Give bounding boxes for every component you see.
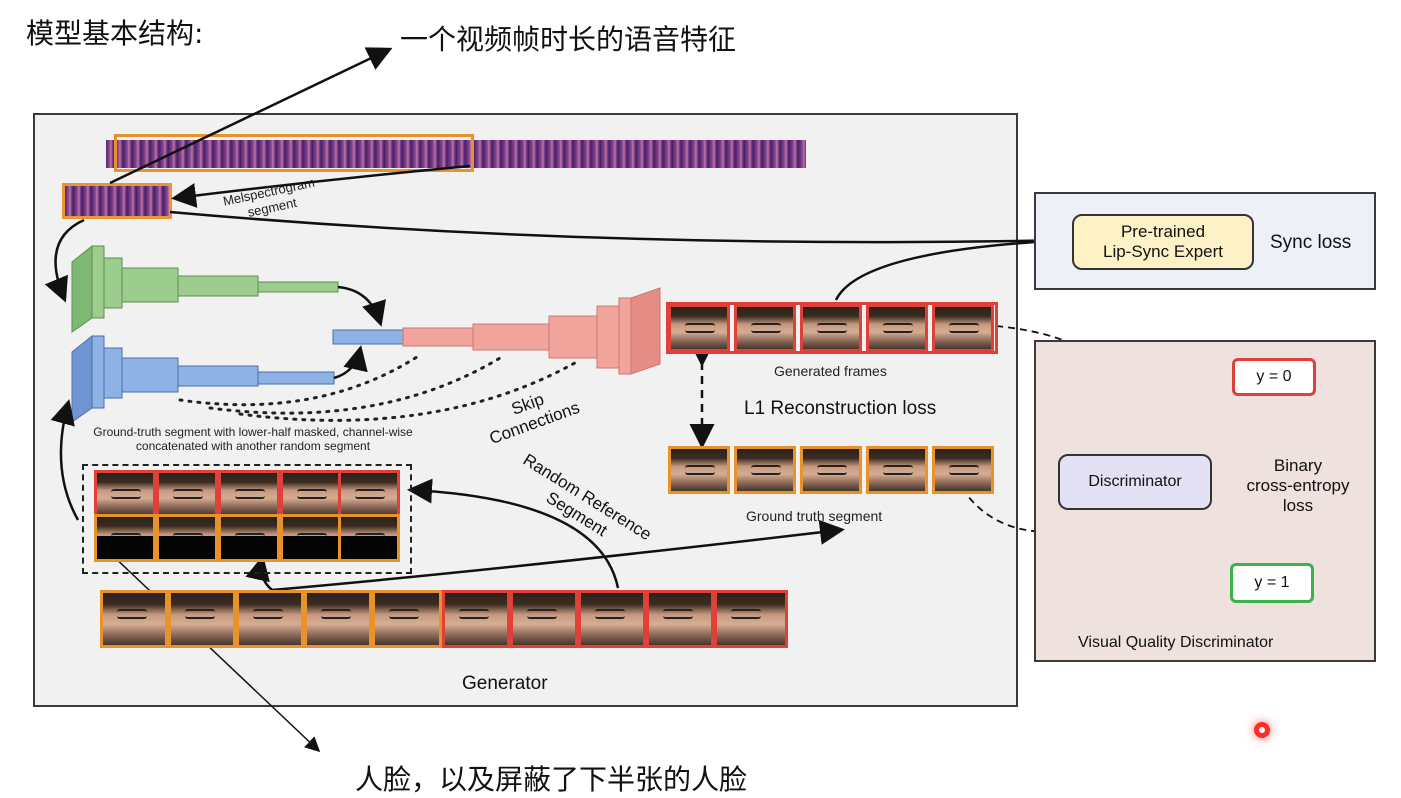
generator-input-stack — [82, 464, 412, 574]
discriminator-title: Visual Quality Discriminator — [1078, 634, 1274, 651]
reference-frame — [156, 470, 218, 518]
melspectrogram-window — [114, 134, 474, 172]
source-frame — [236, 590, 304, 648]
l1-loss-label: L1 Reconstruction loss — [744, 398, 937, 419]
gt-caption-line2: concatenated with another random segment — [135, 439, 371, 453]
arrow-source-to-ground-truth — [271, 519, 845, 592]
generated-frame — [668, 304, 730, 352]
masked-frame — [218, 514, 280, 562]
reference-frame — [94, 470, 156, 518]
arrow-face-encoder-to-bottleneck — [333, 345, 368, 380]
arrow-audio-encoder-to-bottleneck — [337, 285, 386, 327]
bce-line2: cross-entropy — [1246, 476, 1350, 495]
arrow-segment-to-sync-expert — [169, 210, 1073, 253]
skip-connections — [178, 353, 582, 422]
masked-frame — [94, 514, 156, 562]
generated-frame — [734, 304, 796, 352]
source-frame — [510, 590, 578, 648]
arrow-mel-to-segment — [171, 164, 471, 208]
generated-frame — [800, 304, 862, 352]
y0-box: y = 0 — [1232, 358, 1316, 396]
ground-truth-frame — [866, 446, 928, 494]
ground-truth-frame — [734, 446, 796, 494]
y1-box: y = 1 — [1230, 563, 1314, 603]
bce-line3: loss — [1282, 496, 1314, 515]
expert-line1: Pre-trained — [1120, 222, 1206, 241]
source-frame — [578, 590, 646, 648]
gt-caption-line1: Ground-truth segment with lower-half mas… — [93, 425, 413, 439]
melspectrogram-full — [106, 140, 806, 168]
discriminator-box: Discriminator — [1058, 454, 1212, 510]
source-frame — [442, 590, 510, 648]
ground-truth-label: Ground truth segment — [746, 508, 883, 524]
source-frame — [100, 590, 168, 648]
source-frame — [168, 590, 236, 648]
ground-truth-frame — [800, 446, 862, 494]
pointer-dot-center — [1259, 727, 1265, 733]
arrow-source-to-masked — [245, 555, 273, 591]
arrow-top-annotation — [109, 47, 393, 185]
ground-truth-frame — [932, 446, 994, 494]
generated-frames-row — [666, 302, 998, 354]
arrow-bottom-annotation — [109, 552, 321, 753]
arrow-reference-to-input — [407, 478, 620, 589]
masked-frame — [156, 514, 218, 562]
source-frame — [372, 590, 442, 648]
bce-loss-label: Binary cross-entropy loss — [1228, 456, 1368, 516]
arrow-input-to-face-encoder — [50, 399, 80, 521]
gt-caption: Ground-truth segment with lower-half mas… — [58, 425, 448, 453]
source-frame — [304, 590, 372, 648]
source-frame — [714, 590, 788, 648]
heading: 模型基本结构: — [26, 17, 204, 50]
audio-encoder — [71, 244, 339, 333]
reference-frame — [338, 470, 400, 518]
ground-truth-frame — [668, 446, 730, 494]
sync-loss-label: Sync loss — [1270, 232, 1352, 253]
generated-frame — [932, 304, 994, 352]
reference-frame — [218, 470, 280, 518]
bce-line1: Binary — [1273, 456, 1323, 475]
reference-frame — [280, 470, 342, 518]
lip-sync-expert-box: Pre-trained Lip-Sync Expert — [1072, 214, 1254, 270]
melspectrogram-segment — [62, 183, 172, 219]
annotation-bottom: 人脸，以及屏蔽了下半张的人脸 — [355, 763, 748, 796]
arrow-segment-to-audio-encoder — [44, 218, 85, 303]
face-encoder — [71, 334, 335, 423]
masked-frame — [280, 514, 342, 562]
masked-frame — [338, 514, 400, 562]
source-frame — [646, 590, 714, 648]
annotation-top: 一个视频帧时长的语音特征 — [400, 23, 737, 56]
generator-title: Generator — [462, 673, 548, 694]
face-decoder — [332, 287, 661, 375]
arrow-generated-to-sync-expert — [834, 228, 1075, 301]
expert-line2: Lip-Sync Expert — [1103, 242, 1223, 261]
generated-frames-label: Generated frames — [774, 363, 887, 379]
generated-frame — [866, 304, 928, 352]
